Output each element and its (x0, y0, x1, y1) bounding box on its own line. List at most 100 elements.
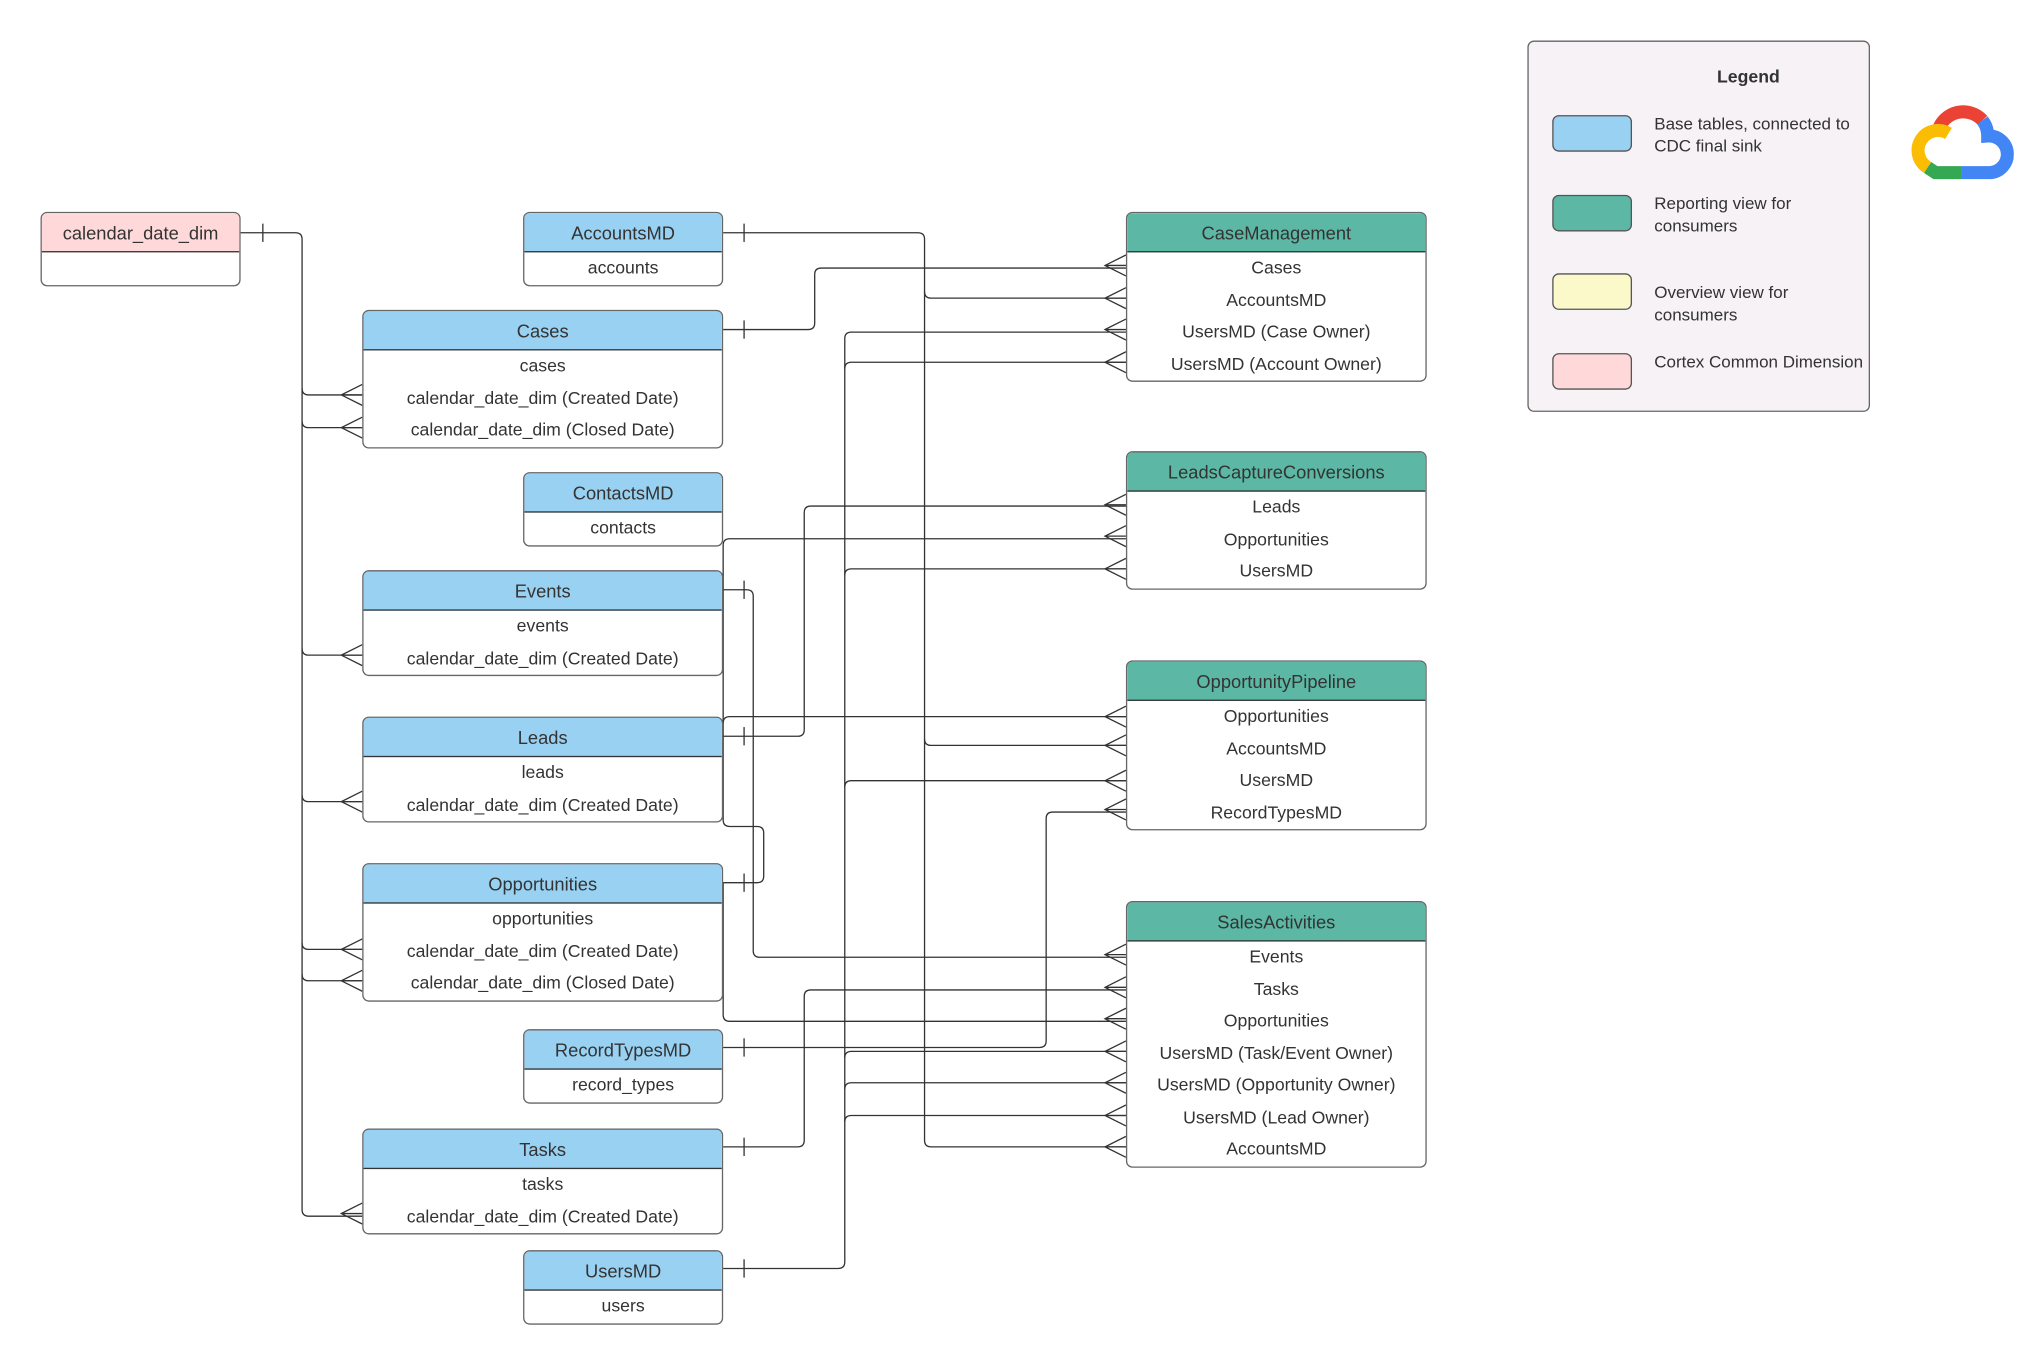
many-marker (1103, 1104, 1127, 1127)
table-field: record_types (572, 1074, 675, 1095)
table-field: calendar_date_dim (Created Date) (406, 387, 679, 408)
table-recordtypesmd[interactable]: RecordTypesMD record_types (523, 1029, 724, 1104)
connector-opportunities (722, 882, 1126, 1022)
many-marker (1103, 734, 1127, 757)
table-field: calendar_date_dim (Created Date) (406, 794, 679, 815)
table-field: events (516, 615, 569, 636)
many-marker (1103, 798, 1127, 821)
legend-item-common: Cortex Common Dimension (1552, 351, 1866, 392)
table-field: calendar_date_dim (Created Date) (406, 1206, 679, 1226)
table-field: Cases (1251, 257, 1302, 278)
table-header: LeadsCaptureConversions (1127, 452, 1426, 492)
connector-users (844, 1050, 1126, 1058)
connector-accounts (923, 738, 1126, 747)
many-marker (339, 790, 363, 813)
connector-users (844, 780, 1126, 788)
table-contactsmd[interactable]: ContactsMD contacts (523, 472, 724, 546)
table-field: Leads (1252, 496, 1301, 517)
table-cases[interactable]: Cases cases calendar_date_dim (Created Dat… (362, 309, 724, 448)
connector-calendar (301, 974, 363, 982)
connector-opportunities (722, 715, 1126, 724)
many-marker (1103, 287, 1127, 310)
many-marker (1103, 943, 1127, 966)
legend-swatch-base (1552, 115, 1633, 152)
table-leads[interactable]: Leads leads calendar_date_dim (Created Dat… (362, 716, 724, 823)
table-field: UsersMD (1239, 561, 1314, 581)
google-cloud-logo-icon (1911, 105, 2014, 180)
table-header: OpportunityPipeline (1127, 661, 1426, 701)
table-field: calendar_date_dim (Closed Date) (410, 972, 675, 993)
legend-item-reporting: Reporting view for consumers (1552, 193, 1866, 235)
many-marker (1103, 769, 1127, 792)
table-field: Events (1249, 946, 1304, 967)
connector-calendar (301, 388, 363, 396)
connector-accounts (723, 232, 1126, 1148)
table-header: Cases (363, 311, 722, 351)
legend-panel: Legend Base tables, connected to CDC fin… (1527, 40, 1871, 412)
many-marker (339, 416, 363, 439)
many-marker (1103, 976, 1127, 999)
table-opportunities[interactable]: Opportunities opportunities calendar_date_… (362, 863, 724, 1002)
connector-users (844, 568, 1126, 576)
table-field: leads (521, 762, 564, 783)
table-field: opportunities (492, 908, 594, 929)
table-header: AccountsMD (524, 213, 722, 253)
legend-swatch-overview (1552, 273, 1633, 310)
legend-item-base: Base tables, connected to CDC final sink (1552, 113, 1866, 155)
many-marker (339, 644, 363, 667)
connector-calendar (301, 942, 363, 951)
table-header: Events (363, 571, 722, 611)
table-header: RecordTypesMD (524, 1030, 722, 1070)
table-field: Opportunities (1223, 1010, 1329, 1031)
connector-cases (723, 267, 1126, 331)
connector-calendar (301, 648, 363, 656)
connector-opportunities (722, 538, 1126, 884)
table-field: UsersMD (Opportunity Owner) (1157, 1074, 1396, 1095)
connector-users (844, 1082, 1126, 1090)
table-header: ContactsMD (524, 473, 722, 513)
many-marker (1103, 1135, 1127, 1158)
table-field: accounts (587, 257, 659, 278)
legend-label: Overview view for consumers (1654, 282, 1789, 324)
legend-swatch-reporting (1552, 194, 1633, 232)
table-header: Opportunities (363, 864, 722, 904)
table-header: Leads (363, 717, 722, 758)
table-header: UsersMD (524, 1251, 722, 1291)
many-marker (1103, 1007, 1127, 1030)
table-calendar-date-dim[interactable]: calendar_date_dim (40, 211, 241, 286)
many-marker (339, 969, 363, 992)
legend-label: Reporting view for consumers (1654, 193, 1792, 235)
table-field: cases (519, 355, 566, 376)
legend-swatch-common (1552, 353, 1633, 390)
table-accountsmd[interactable]: AccountsMD accounts (523, 211, 724, 286)
table-field: Opportunities (1223, 528, 1329, 549)
connector-accounts (923, 291, 1126, 299)
table-field: calendar_date_dim (Created Date) (406, 647, 679, 668)
table-field: UsersMD (1239, 770, 1314, 790)
connector-leads (723, 505, 1126, 737)
many-marker (1103, 318, 1127, 341)
table-field: calendar_date_dim (Created Date) (406, 940, 679, 961)
table-field: UsersMD (Task/Event Owner) (1159, 1042, 1394, 1063)
legend-item-overview: Overview view for consumers (1552, 273, 1866, 324)
connector-users (844, 361, 1126, 369)
legend-label: Base tables, connected to CDC final sink (1654, 113, 1850, 155)
table-field: contacts (590, 517, 656, 538)
table-field: UsersMD (Lead Owner) (1183, 1106, 1370, 1127)
connector-recordtypes (723, 811, 1126, 1049)
many-marker (339, 1202, 363, 1225)
legend-label: Cortex Common Dimension (1654, 351, 1864, 372)
many-marker (1103, 525, 1127, 548)
table-events[interactable]: Events events calendar_date_dim (Created D… (362, 570, 724, 677)
table-field: AccountsMD (1226, 1139, 1327, 1159)
many-marker (1103, 351, 1127, 374)
many-marker (339, 938, 363, 961)
